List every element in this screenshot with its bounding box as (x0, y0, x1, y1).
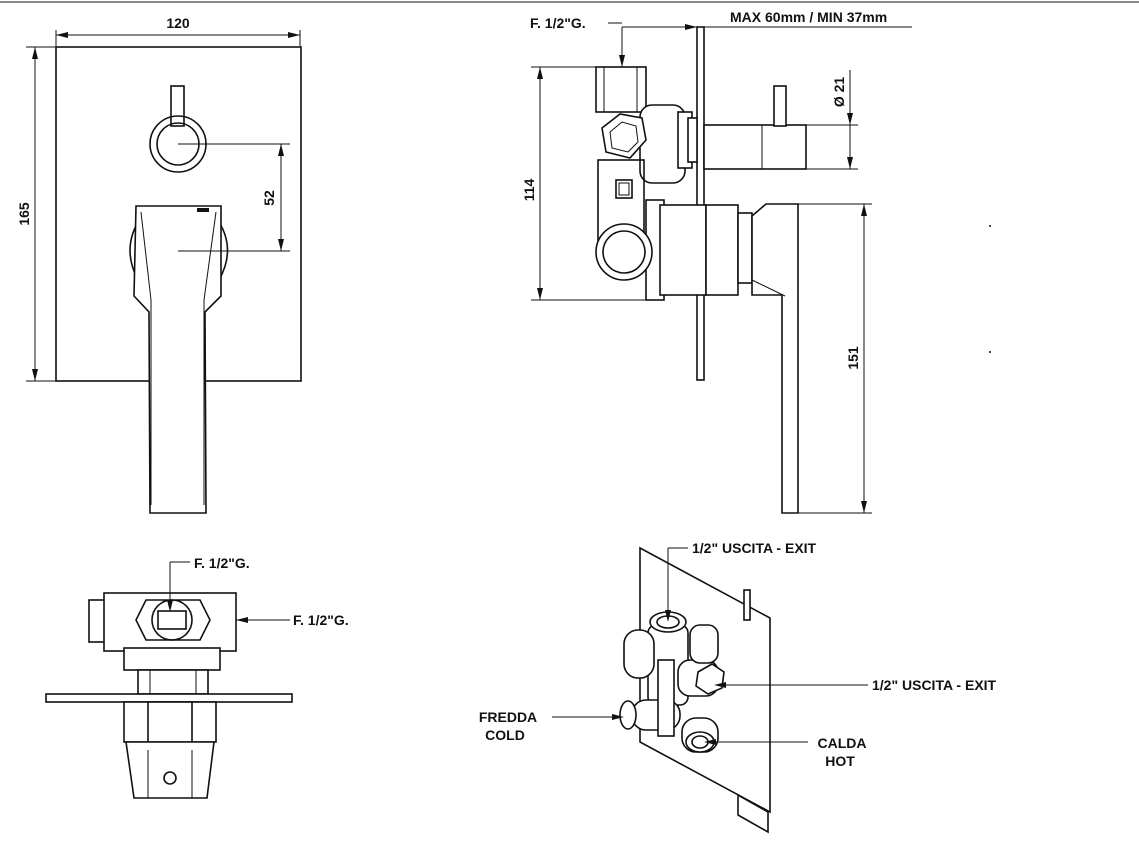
side-view (595, 26, 807, 514)
exit-side-label: 1/2" USCITA - EXIT (872, 677, 997, 693)
front-view (55, 46, 302, 514)
dim-width-label: 120 (166, 15, 190, 31)
mixer-lever (133, 205, 222, 514)
hot-label-en: HOT (825, 753, 855, 769)
side-dimensions: 114 F. 1/2"G. MAX 60mm / MIN 37mm Ø 21 1… (521, 9, 991, 514)
rod-diameter-label: Ø 21 (831, 77, 847, 108)
side-wall-plate (696, 26, 705, 381)
dim-body-height-label: 114 (521, 178, 537, 201)
isometric-view (619, 546, 771, 834)
top-side-inlet-label: F. 1/2"G. (293, 612, 349, 628)
wall-depth-label: MAX 60mm / MIN 37mm (730, 9, 887, 25)
cold-label-en: COLD (485, 727, 525, 743)
hot-label-it: CALDA (818, 735, 867, 751)
dim-lever-length-label: 151 (845, 346, 861, 370)
dim-height-label: 165 (16, 202, 32, 226)
top-wall-plate (45, 693, 293, 703)
top-inlet-label: F. 1/2"G. (194, 555, 250, 571)
top-view-labels: F. 1/2"G. F. 1/2"G. (167, 555, 349, 628)
isometric-labels: 1/2" USCITA - EXIT 1/2" USCITA - EXIT FR… (479, 540, 997, 769)
front-dimensions: 120 165 52 (16, 15, 301, 382)
side-lever-profile (751, 203, 799, 514)
exit-top-label: 1/2" USCITA - EXIT (692, 540, 817, 556)
top-view (45, 592, 293, 799)
dim-spacing-label: 52 (261, 190, 277, 206)
side-inlet-label: F. 1/2"G. (530, 15, 586, 31)
cold-label-it: FREDDA (479, 709, 537, 725)
